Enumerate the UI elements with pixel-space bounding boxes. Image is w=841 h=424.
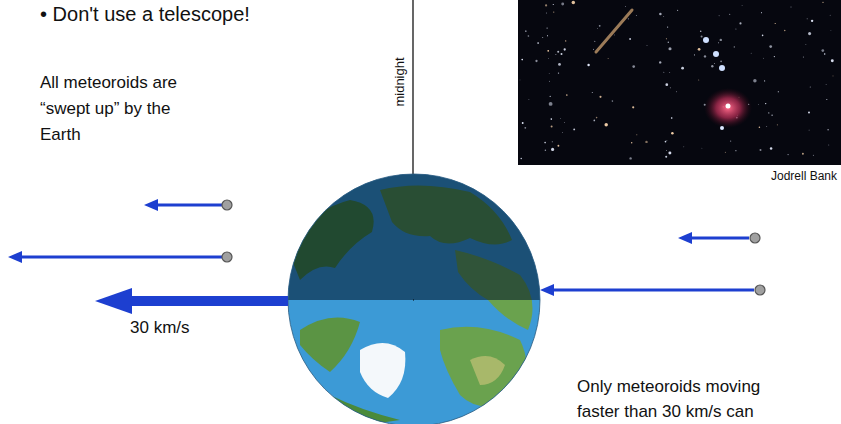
catch-up-note: Only meteoroids moving faster than 30 km…: [577, 374, 792, 424]
note-text: • Don't use a telescope!: [40, 2, 280, 26]
midnight-label: midnight: [392, 57, 408, 106]
speed-label: 30 km/s: [130, 318, 190, 338]
swept-up-note: All meteoroids are “swept up” by the Ear…: [40, 70, 205, 148]
sky-photo: [518, 0, 841, 165]
velocity-arrows: [8, 199, 754, 314]
earth-globe: [280, 170, 550, 424]
meteoroid-dots: [222, 200, 765, 295]
photo-credit: Jodrell Bank: [771, 169, 837, 183]
